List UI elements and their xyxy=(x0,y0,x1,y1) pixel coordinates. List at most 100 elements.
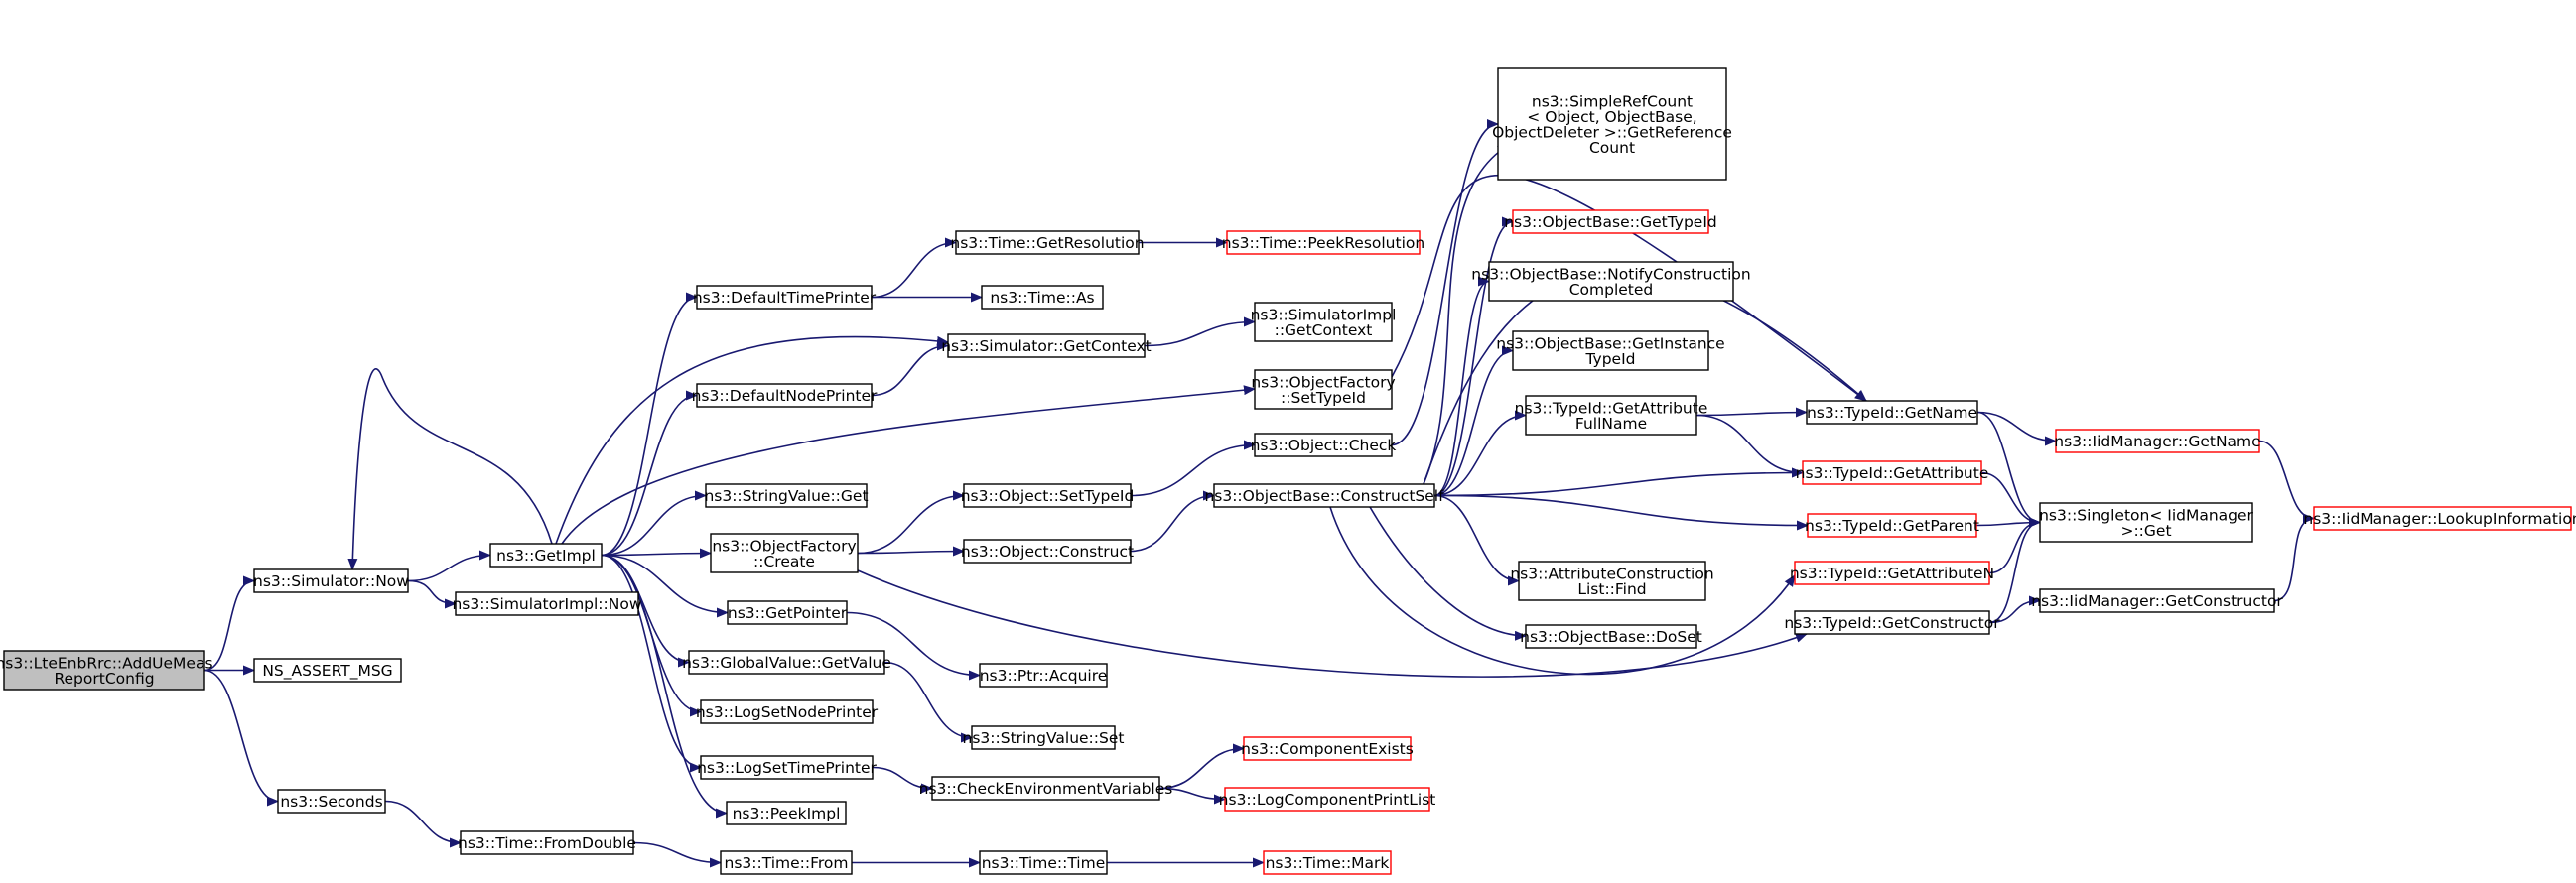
edge-getimpl-to-stringvalueget xyxy=(601,490,707,557)
node-tidgetattrn[interactable]: ns3::TypeId::GetAttributeN xyxy=(1790,561,1994,585)
node-obdoset[interactable]: ns3::ObjectBase::DoSet xyxy=(1520,624,1702,649)
function-nodes: ns3::LteEnbRrc::AddUeMeasReportConfigns3… xyxy=(0,67,2576,875)
node-simimplgetcontext[interactable]: ns3::SimulatorImpl::GetContext xyxy=(1251,302,1397,342)
node-box-ptracquire xyxy=(979,663,1108,688)
node-deftimeprinter[interactable]: ns3::DefaultTimePrinter xyxy=(693,285,877,310)
node-label-root-line-1: ReportConfig xyxy=(54,670,154,688)
node-label-tidgetattribute-line-0: ns3::TypeId::GetAttribute xyxy=(1796,464,1989,482)
edge-simgetcontext-to-simimplgetcontext xyxy=(1144,316,1256,347)
edge-objcheck-to-simplerefcount xyxy=(1391,119,1499,446)
edge-fromdouble-to-timefrom xyxy=(632,841,722,868)
edge-obconstructself-to-tidgetattribute xyxy=(1433,467,1804,497)
edge-checkenv-to-logcompprint xyxy=(1158,787,1226,805)
node-label-simimplgetcontext-line-1: ::GetContext xyxy=(1275,321,1373,339)
node-box-objcheck xyxy=(1254,433,1393,457)
node-label-fromdouble-line-0: ns3::Time::FromDouble xyxy=(458,834,636,852)
node-timetime[interactable]: ns3::Time::Time xyxy=(979,850,1108,875)
node-obnotify[interactable]: ns3::ObjectBase::NotifyConstructionCompl… xyxy=(1471,261,1751,302)
node-simplerefcount[interactable]: ns3::SimpleRefCount< Object, ObjectBase,… xyxy=(1492,67,1732,181)
node-iidlookup[interactable]: ns3::IidManager::LookupInformation xyxy=(2303,506,2576,531)
node-label-objfactsettypeid-line-0: ns3::ObjectFactory xyxy=(1251,373,1395,391)
node-tidgetattribute[interactable]: ns3::TypeId::GetAttribute xyxy=(1796,460,1989,485)
node-fromdouble[interactable]: ns3::Time::FromDouble xyxy=(458,830,636,855)
edge-objfactcreate-to-objconstruct xyxy=(857,546,965,557)
node-box-peekimpl xyxy=(726,801,847,825)
edge-objsettypeid-to-objcheck xyxy=(1130,440,1256,497)
node-label-iidgetconstructor-line-0: ns3::IidManager::GetConstructor xyxy=(2031,592,2283,610)
node-label-singletonget-line-0: ns3::Singleton< IidManager xyxy=(2039,506,2253,524)
node-objconstruct[interactable]: ns3::Object::Construct xyxy=(961,539,1134,564)
node-tidgetconstructor[interactable]: ns3::TypeId::GetConstructor xyxy=(1784,610,2000,635)
node-label-defnodeprinter-line-0: ns3::DefaultNodePrinter xyxy=(692,387,878,405)
node-gvgetvalue[interactable]: ns3::GlobalValue::GetValue xyxy=(682,650,891,675)
node-ptracquire[interactable]: ns3::Ptr::Acquire xyxy=(979,663,1108,688)
node-obgettypeid[interactable]: ns3::ObjectBase::GetTypeId xyxy=(1504,209,1717,234)
node-checkenv[interactable]: ns3::CheckEnvironmentVariables xyxy=(919,776,1173,801)
node-logsettime[interactable]: ns3::LogSetTimePrinter xyxy=(697,755,878,780)
node-box-simgetcontext xyxy=(947,333,1146,358)
node-box-tidgetattrfull xyxy=(1525,395,1697,436)
edge-obconstructself-to-simplerefcount xyxy=(1423,144,1510,485)
node-label-obdoset-line-0: ns3::ObjectBase::DoSet xyxy=(1520,628,1702,646)
node-getpointer[interactable]: ns3::GetPointer xyxy=(727,600,848,625)
edge-getimpl-to-peekimpl xyxy=(601,554,728,819)
node-peekresolution[interactable]: ns3::Time::PeekResolution xyxy=(1222,230,1424,255)
node-label-timemark-line-0: ns3::Time::Mark xyxy=(1266,854,1390,872)
node-peekimpl[interactable]: ns3::PeekImpl xyxy=(726,801,847,825)
node-assert[interactable]: NS_ASSERT_MSG xyxy=(253,658,402,683)
node-objcheck[interactable]: ns3::Object::Check xyxy=(1251,433,1397,457)
edge-objfactcreate-to-objsettypeid xyxy=(857,490,965,555)
node-objfactsettypeid[interactable]: ns3::ObjectFactory::SetTypeId xyxy=(1251,369,1396,410)
node-box-timemark xyxy=(1263,850,1392,875)
node-iidgetconstructor[interactable]: ns3::IidManager::GetConstructor xyxy=(2031,588,2283,613)
node-label-simplerefcount-line-2: ObjectDeleter >::GetReference xyxy=(1492,123,1732,141)
edge-obconstructself-to-tidgetattrn xyxy=(1329,506,1796,676)
node-label-iidgetname-line-0: ns3::IidManager::GetName xyxy=(2054,433,2260,450)
node-label-logcompprint-line-0: ns3::LogComponentPrintList xyxy=(1219,791,1436,809)
node-label-seconds-line-0: ns3::Seconds xyxy=(280,793,382,811)
node-box-iidlookup xyxy=(2313,506,2572,531)
node-label-simnow-line-0: ns3::Simulator::Now xyxy=(253,572,409,590)
node-box-gvgetvalue xyxy=(688,650,885,675)
node-getresolution[interactable]: ns3::Time::GetResolution xyxy=(950,230,1145,255)
node-timefrom[interactable]: ns3::Time::From xyxy=(720,850,853,875)
node-box-compexists xyxy=(1243,736,1412,761)
node-timemark[interactable]: ns3::Time::Mark xyxy=(1263,850,1392,875)
node-tidgetparent[interactable]: ns3::TypeId::GetParent xyxy=(1805,513,1979,538)
node-label-obnotify-line-1: Completed xyxy=(1569,281,1654,299)
node-box-obgettypeid xyxy=(1512,209,1709,234)
edge-deftimeprinter-to-getresolution xyxy=(871,237,957,299)
node-stringvalueset[interactable]: ns3::StringValue::Set xyxy=(963,725,1125,750)
node-logcompprint[interactable]: ns3::LogComponentPrintList xyxy=(1219,787,1436,812)
node-label-gvgetvalue-line-0: ns3::GlobalValue::GetValue xyxy=(682,654,891,672)
node-box-timeas xyxy=(981,285,1104,310)
node-logsetnode[interactable]: ns3::LogSetNodePrinter xyxy=(696,699,879,724)
node-label-stringvalueset-line-0: ns3::StringValue::Set xyxy=(963,729,1125,747)
node-label-tidgetname-line-0: ns3::TypeId::GetName xyxy=(1807,404,1977,422)
node-simimplnow[interactable]: ns3::SimulatorImpl::Now xyxy=(452,591,642,616)
node-stringvalueget[interactable]: ns3::StringValue::Get xyxy=(704,483,869,508)
node-box-getresolution xyxy=(955,230,1140,255)
node-iidgetname[interactable]: ns3::IidManager::GetName xyxy=(2054,429,2261,453)
node-tidgetname[interactable]: ns3::TypeId::GetName xyxy=(1806,400,1978,425)
edge-getpointer-to-ptracquire xyxy=(846,611,981,681)
node-timeas[interactable]: ns3::Time::As xyxy=(981,285,1104,310)
node-compexists[interactable]: ns3::ComponentExists xyxy=(1241,736,1414,761)
node-box-obdoset xyxy=(1525,624,1697,649)
node-getimpl[interactable]: ns3::GetImpl xyxy=(489,543,603,568)
node-label-peekimpl-line-0: ns3::PeekImpl xyxy=(733,805,841,822)
node-defnodeprinter[interactable]: ns3::DefaultNodePrinter xyxy=(692,383,878,408)
node-simnow[interactable]: ns3::Simulator::Now xyxy=(253,568,409,593)
node-objfactcreate[interactable]: ns3::ObjectFactory::Create xyxy=(710,533,859,573)
node-simgetcontext[interactable]: ns3::Simulator::GetContext xyxy=(941,333,1152,358)
node-objsettypeid[interactable]: ns3::Object::SetTypeId xyxy=(961,483,1135,508)
node-obconstructself[interactable]: ns3::ObjectBase::ConstructSelf xyxy=(1204,483,1444,508)
node-box-root xyxy=(3,650,205,691)
node-singletonget[interactable]: ns3::Singleton< IidManager >::Get xyxy=(2039,502,2254,543)
node-box-stringvalueget xyxy=(705,483,868,508)
node-seconds[interactable]: ns3::Seconds xyxy=(277,789,386,814)
node-box-logcompprint xyxy=(1224,787,1430,812)
